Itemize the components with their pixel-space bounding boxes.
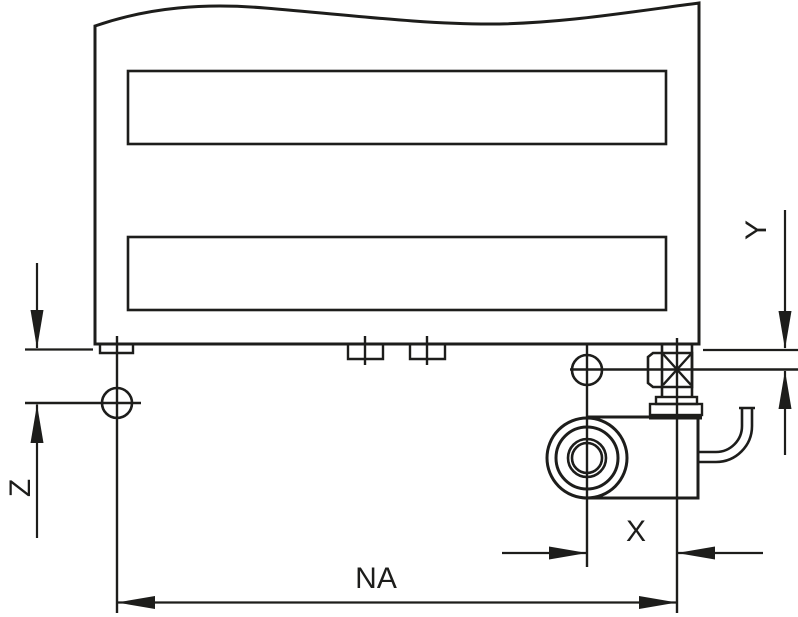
y-label: Y	[740, 220, 773, 240]
left-connection	[25, 336, 141, 613]
radiator-outline	[93, 1, 701, 346]
dimension-z: Z	[4, 263, 93, 538]
x-arrow-right-icon	[549, 546, 587, 560]
tee-valve-body	[646, 351, 694, 389]
pump-housing	[545, 406, 755, 500]
pump-dial-outer-ring	[545, 416, 629, 500]
dimension-x: X	[502, 515, 763, 560]
radiator-body	[93, 1, 701, 346]
dimension-na: NA	[117, 562, 677, 609]
pump-dial-inner-ring	[566, 437, 608, 479]
hose-bend	[698, 406, 755, 464]
na-arrow-left-icon	[117, 596, 155, 609]
na-label: NA	[355, 562, 397, 595]
x-label: X	[626, 515, 646, 548]
panel-slot-bottom	[126, 235, 668, 312]
pump-dial-center-ring	[570, 441, 604, 475]
mounting-brackets	[98, 336, 447, 365]
y-arrow-down-icon	[778, 311, 792, 349]
dimension-y: Y	[703, 210, 798, 455]
x-arrow-left-icon	[677, 546, 715, 560]
z-label: Z	[4, 479, 37, 497]
z-arrow-down-icon	[30, 310, 44, 349]
valve-tee-fitting	[570, 338, 798, 613]
y-arrow-up-icon	[778, 370, 792, 409]
z-arrow-up-icon	[30, 404, 44, 443]
pump-dial-middle-ring	[554, 425, 620, 491]
left-connection-circle	[100, 386, 134, 420]
na-arrow-right-icon	[639, 596, 677, 609]
panel-slot-top	[126, 69, 668, 146]
pump-housing-outline	[584, 415, 700, 500]
